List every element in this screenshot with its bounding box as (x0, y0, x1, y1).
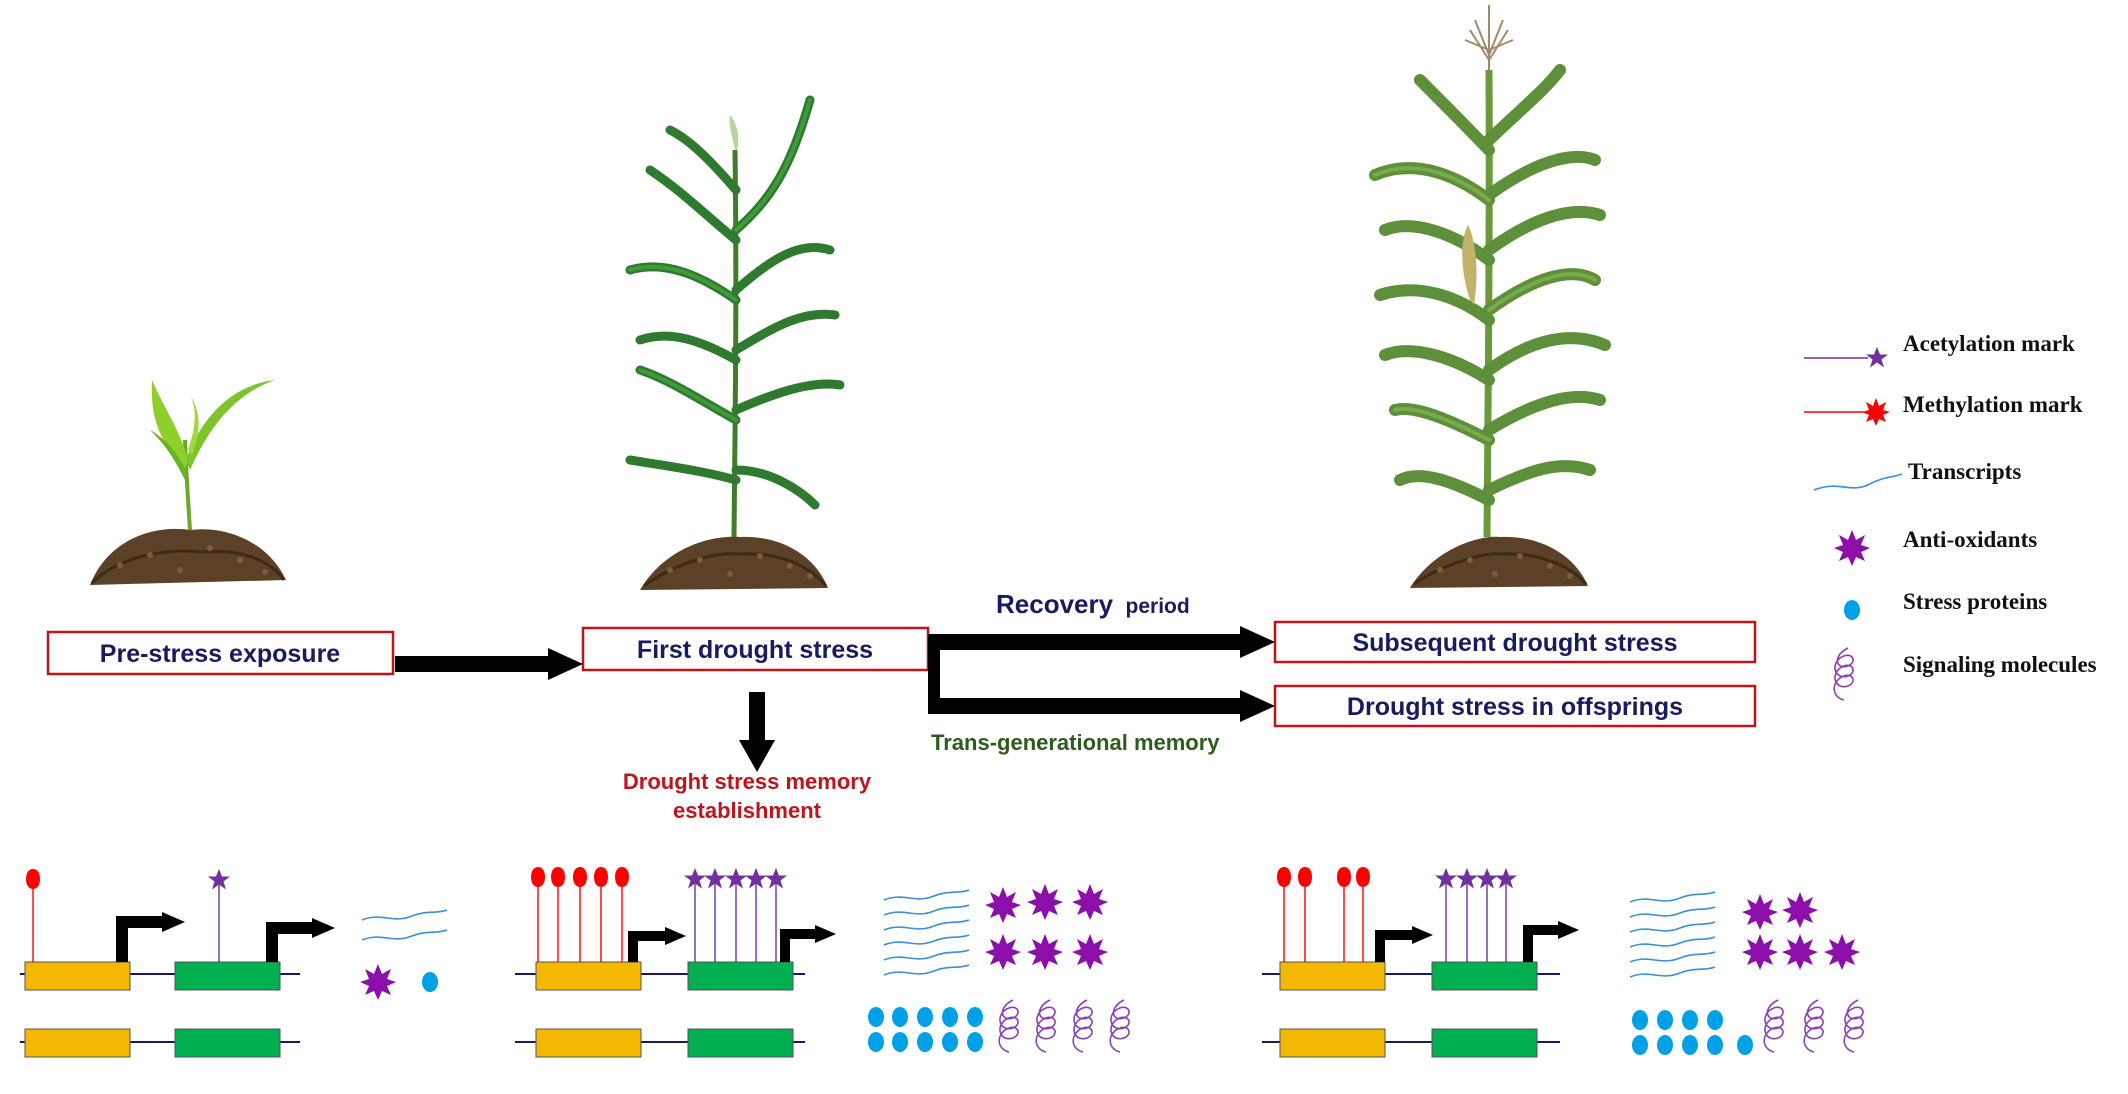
transgenerational-label: Trans-generational memory (931, 730, 1220, 755)
memory-label-line1: Drought stress memory (623, 769, 872, 794)
seedling-icon (90, 380, 286, 585)
svg-text:Acetylation mark: Acetylation mark (1903, 331, 2075, 356)
arrow-to-subsequent (928, 626, 1275, 714)
star-icon (1866, 347, 1888, 368)
coil-icon (1833, 647, 1854, 701)
young-maize-icon (625, 95, 845, 590)
svg-text:Anti-oxidants: Anti-oxidants (1903, 527, 2037, 552)
svg-text:Transcripts: Transcripts (1908, 459, 2021, 484)
offspring-drought-box: Drought stress in offsprings (1273, 684, 1757, 728)
legend-stress-proteins: Stress proteins (1844, 589, 2047, 620)
wavy-line-icon (1813, 473, 1903, 491)
subsequent-drought-box: Subsequent drought stress (1273, 620, 1757, 664)
svg-text:Signaling molecules: Signaling molecules (1903, 652, 2097, 677)
mature-maize-icon (1369, 5, 1611, 588)
legend-signaling: Signaling molecules (1833, 647, 2097, 701)
red-oval-icon (1862, 398, 1890, 426)
arrow-pre-to-first (395, 648, 583, 680)
legend: Acetylation mark Methylation mark Transc… (1804, 331, 2097, 701)
svg-text:Methylation mark: Methylation mark (1903, 392, 2083, 417)
pre-stress-box: Pre-stress exposure (46, 630, 395, 676)
memory-label-line2: establishment (673, 798, 822, 823)
panel-subsequent (1262, 867, 1864, 1058)
blue-dot-icon (1844, 600, 1860, 620)
subsequent-drought-label: Subsequent drought stress (1352, 629, 1677, 657)
recovery-label: Recovery period (996, 589, 1190, 619)
arrow-down-memory (739, 692, 775, 772)
burst-icon (1834, 530, 1870, 566)
first-drought-label: First drought stress (637, 636, 873, 664)
legend-acetylation: Acetylation mark (1804, 331, 2075, 368)
legend-antioxidants: Anti-oxidants (1834, 527, 2037, 566)
panel-first-drought (515, 867, 1130, 1058)
first-drought-box: First drought stress (581, 626, 930, 672)
offspring-drought-label: Drought stress in offsprings (1347, 693, 1683, 721)
pre-stress-label: Pre-stress exposure (100, 640, 341, 668)
svg-text:Stress proteins: Stress proteins (1903, 589, 2047, 614)
legend-transcripts: Transcripts (1813, 459, 2021, 491)
panel-pre-stress (20, 869, 448, 1058)
legend-methylation: Methylation mark (1804, 392, 2083, 426)
arrow-to-offspring (928, 690, 1275, 722)
